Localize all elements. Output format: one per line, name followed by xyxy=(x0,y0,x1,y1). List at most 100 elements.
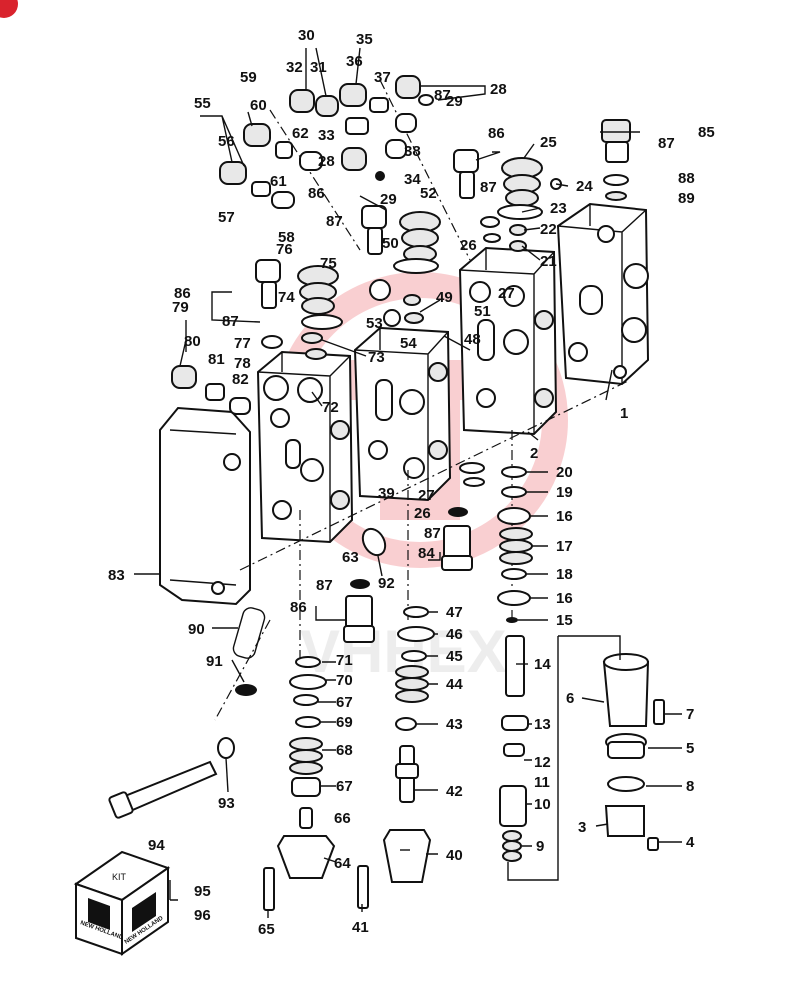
callout-72: 72 xyxy=(322,399,339,416)
callout-87g: 87 xyxy=(434,87,451,104)
callout-87d: 87 xyxy=(222,313,239,330)
spool-column-right xyxy=(441,462,533,862)
callout-92: 92 xyxy=(378,575,395,592)
callout-65: 65 xyxy=(258,921,275,938)
callout-61: 61 xyxy=(270,173,287,190)
callout-39: 39 xyxy=(378,485,395,502)
callout-23: 23 xyxy=(550,200,567,217)
callout-67b: 67 xyxy=(336,778,353,795)
callout-71: 71 xyxy=(336,652,353,669)
plug-stack-right xyxy=(453,149,543,252)
callout-34: 34 xyxy=(404,171,421,188)
tie-rod-line-lower xyxy=(214,619,271,721)
callout-83: 83 xyxy=(108,567,125,584)
callout-86a: 86 xyxy=(488,125,505,142)
corner-badge xyxy=(0,0,18,18)
callout-36: 36 xyxy=(346,53,363,70)
callout-77: 77 xyxy=(234,335,251,352)
callout-86c: 86 xyxy=(174,285,191,302)
callout-17: 17 xyxy=(556,538,573,555)
callout-12: 12 xyxy=(534,754,551,771)
callout-93: 93 xyxy=(218,795,235,812)
end-cover xyxy=(159,406,251,606)
callout-89: 89 xyxy=(678,190,695,207)
plug-stack-left xyxy=(255,259,343,360)
callout-52: 52 xyxy=(420,185,437,202)
relief-parts-top xyxy=(289,75,434,181)
callout-25: 25 xyxy=(540,134,557,151)
callout-45: 45 xyxy=(446,648,463,665)
callout-46: 46 xyxy=(446,626,463,643)
gaskets-and-bolt xyxy=(108,527,387,819)
callout-81: 81 xyxy=(208,351,225,368)
callout-8: 8 xyxy=(686,778,694,795)
callout-59: 59 xyxy=(240,69,257,86)
plug-85 xyxy=(550,119,631,201)
callout-87a: 87 xyxy=(658,135,675,152)
callout-67a: 67 xyxy=(336,694,353,711)
callout-14: 14 xyxy=(534,656,551,673)
callout-56: 56 xyxy=(218,133,235,150)
callout-94: 94 xyxy=(148,837,165,854)
valve-section-middle xyxy=(353,326,452,502)
callout-10: 10 xyxy=(534,796,551,813)
callout-2: 2 xyxy=(530,445,538,462)
callout-47: 47 xyxy=(446,604,463,621)
relief-parts-left xyxy=(219,123,323,209)
callout-15: 15 xyxy=(556,612,573,629)
leader-lines xyxy=(134,47,682,918)
callout-48: 48 xyxy=(464,331,481,348)
callout-22: 22 xyxy=(540,221,557,238)
callout-30: 30 xyxy=(298,27,315,44)
callout-33: 33 xyxy=(318,127,335,144)
callout-63: 63 xyxy=(342,549,359,566)
callout-85: 85 xyxy=(698,124,715,141)
callout-40: 40 xyxy=(446,847,463,864)
callout-87e: 87 xyxy=(424,525,441,542)
callout-7: 7 xyxy=(686,706,694,723)
spool-column-left xyxy=(263,579,375,911)
plug-stack-middle xyxy=(361,205,441,327)
callout-13: 13 xyxy=(534,716,551,733)
callout-35: 35 xyxy=(356,31,373,48)
callout-4: 4 xyxy=(686,834,695,851)
callout-29b: 29 xyxy=(380,191,397,208)
callout-80: 80 xyxy=(184,333,201,350)
callout-82: 82 xyxy=(232,371,249,388)
callout-26a: 26 xyxy=(460,237,477,254)
callout-labels: 1 2 3 4 5 6 7 8 9 10 11 12 13 14 15 16 1… xyxy=(108,27,715,938)
callout-50: 50 xyxy=(382,235,399,252)
callout-55: 55 xyxy=(194,95,211,112)
kit-label: KIT xyxy=(112,872,127,882)
callout-86b: 86 xyxy=(308,185,325,202)
valve-section-right xyxy=(458,246,558,436)
callout-5: 5 xyxy=(686,740,694,757)
callout-66: 66 xyxy=(334,810,351,827)
callout-18: 18 xyxy=(556,566,573,583)
callout-58: 58 xyxy=(278,229,295,246)
callout-74: 74 xyxy=(278,289,295,306)
callout-87f: 87 xyxy=(316,577,333,594)
callout-41: 41 xyxy=(352,919,369,936)
callout-86d: 86 xyxy=(290,599,307,616)
callout-43: 43 xyxy=(446,716,463,733)
callout-70: 70 xyxy=(336,672,353,689)
callout-60: 60 xyxy=(250,97,267,114)
tie-rod-line xyxy=(239,379,631,571)
callout-27b: 27 xyxy=(418,487,435,504)
callout-88: 88 xyxy=(678,170,695,187)
callout-27a: 27 xyxy=(498,285,515,302)
callout-51: 51 xyxy=(474,303,491,320)
inlet-section xyxy=(556,202,650,386)
callout-69: 69 xyxy=(336,714,353,731)
callout-91: 91 xyxy=(206,653,223,670)
callout-3: 3 xyxy=(578,819,586,836)
callout-38: 38 xyxy=(404,143,421,160)
callout-73: 73 xyxy=(368,349,385,366)
callout-21: 21 xyxy=(540,253,557,270)
callout-28b: 28 xyxy=(318,153,335,170)
callout-79: 79 xyxy=(172,299,189,316)
callout-28a: 28 xyxy=(490,81,507,98)
callout-19: 19 xyxy=(556,484,573,501)
